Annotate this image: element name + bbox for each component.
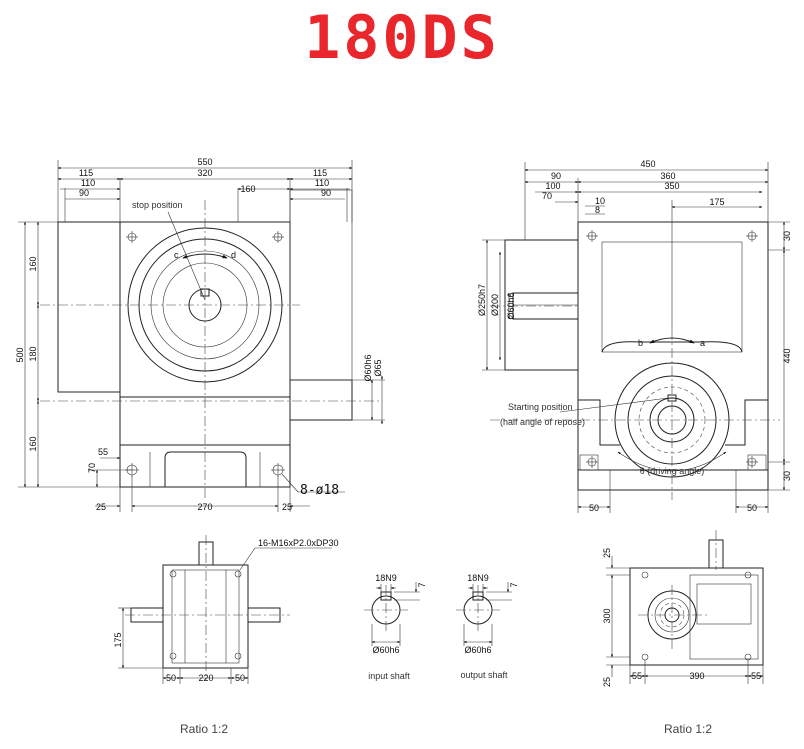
dim-90-right: 90: [321, 188, 331, 198]
dim-70: 70: [87, 463, 97, 473]
label-driving-angle: θ (driving angle): [640, 466, 705, 476]
dim-30-bottom: 30: [782, 471, 792, 481]
output-key-depth: 7: [509, 582, 519, 587]
label-stop-position: stop position: [132, 200, 183, 210]
front-base: [119, 444, 291, 488]
dim-160-top: 160: [28, 256, 38, 271]
dim-550: 550: [197, 157, 212, 167]
ratio-caption-right: Ratio 1:2: [664, 722, 713, 736]
dim-100: 100: [545, 181, 560, 191]
label-a: a: [700, 338, 705, 348]
dim-175: 175: [113, 632, 123, 647]
label-half-angle: (half angle of repose): [500, 417, 585, 427]
dim-350: 350: [664, 181, 679, 191]
dim-270: 270: [197, 502, 212, 512]
dim-25-left: 25: [96, 502, 106, 512]
dim-115-left: 115: [79, 168, 93, 178]
bl-housing: [162, 564, 249, 669]
dim-flange-dia: Ø65: [373, 359, 383, 376]
dim-110-right: 110: [315, 178, 329, 188]
dim-110-left: 110: [81, 178, 95, 188]
dim-160-bottom: 160: [28, 436, 38, 451]
bottom-right-view: 25 300 25 55 390 55: [602, 530, 764, 687]
dim-55-right: 55: [751, 671, 761, 681]
dim-50-left: 50: [589, 503, 599, 513]
dim-55-left: 55: [632, 671, 642, 681]
dim-dia-200: Ø200: [490, 294, 500, 316]
side-view: 450 90 360 100 350 70 10 8 175 Ø250h7 Ø2…: [477, 159, 792, 513]
br-housing: [629, 567, 764, 666]
dim-360: 360: [660, 171, 675, 181]
input-shaft-section: 18N9 7 Ø60h6 input shaft: [364, 573, 427, 681]
label-tap: 16-M16xP2.0xDP30: [258, 538, 339, 548]
output-dia: Ø60h6: [464, 645, 491, 655]
output-key: 18N9: [467, 573, 489, 583]
dim-dia-60: Ø60h6: [506, 292, 516, 319]
label-b: b: [638, 338, 643, 348]
dim-50-right: 50: [235, 673, 245, 683]
front-view: 550 320 160 115 110 90 115 110 90 500 16…: [15, 157, 385, 512]
dim-dia-250: Ø250h7: [477, 284, 487, 316]
label-holes: 8-ø18: [300, 483, 339, 498]
dim-25-right: 25: [282, 502, 292, 512]
bottom-left-view: 16-M16xP2.0xDP30 175 50 220 50: [113, 535, 339, 684]
dim-55: 55: [98, 447, 108, 457]
dim-50-left: 50: [166, 673, 176, 683]
dim-30-top: 30: [782, 231, 792, 241]
dim-320: 320: [197, 168, 212, 178]
ratio-caption-left: Ratio 1:2: [180, 722, 229, 736]
dim-25-top: 25: [602, 548, 612, 558]
label-starting-position: Starting position: [508, 402, 573, 412]
input-key-depth: 7: [417, 582, 427, 587]
dim-50-right: 50: [747, 503, 757, 513]
label-c: c: [174, 250, 179, 260]
side-housing: [577, 221, 769, 491]
dim-175: 175: [709, 197, 724, 207]
dim-70: 70: [542, 191, 552, 201]
dim-8: 8: [595, 205, 600, 215]
dim-440: 440: [782, 348, 792, 363]
dim-25-bottom: 25: [602, 677, 612, 687]
input-dia: Ø60h6: [372, 645, 399, 655]
dim-90-left: 90: [79, 188, 89, 198]
front-left-flange: [57, 221, 121, 393]
dim-90: 90: [551, 171, 561, 181]
output-shaft-label: output shaft: [460, 670, 508, 680]
dim-180: 180: [28, 346, 38, 361]
label-d: d: [231, 250, 236, 260]
dim-shaft-dia: Ø60h6: [363, 354, 373, 381]
dim-160: 160: [240, 184, 255, 194]
page-title: 180DS: [304, 3, 500, 73]
dim-220: 220: [198, 673, 213, 683]
input-key: 18N9: [375, 573, 397, 583]
input-shaft-label: input shaft: [368, 671, 410, 681]
dim-500: 500: [15, 347, 25, 362]
dim-115-right: 115: [313, 168, 327, 178]
output-shaft-section: 18N9 7 Ø60h6 output shaft: [456, 573, 519, 680]
dim-390: 390: [689, 671, 704, 681]
dim-300: 300: [602, 608, 612, 623]
dim-450: 450: [640, 159, 655, 169]
dim-10: 10: [595, 196, 605, 206]
